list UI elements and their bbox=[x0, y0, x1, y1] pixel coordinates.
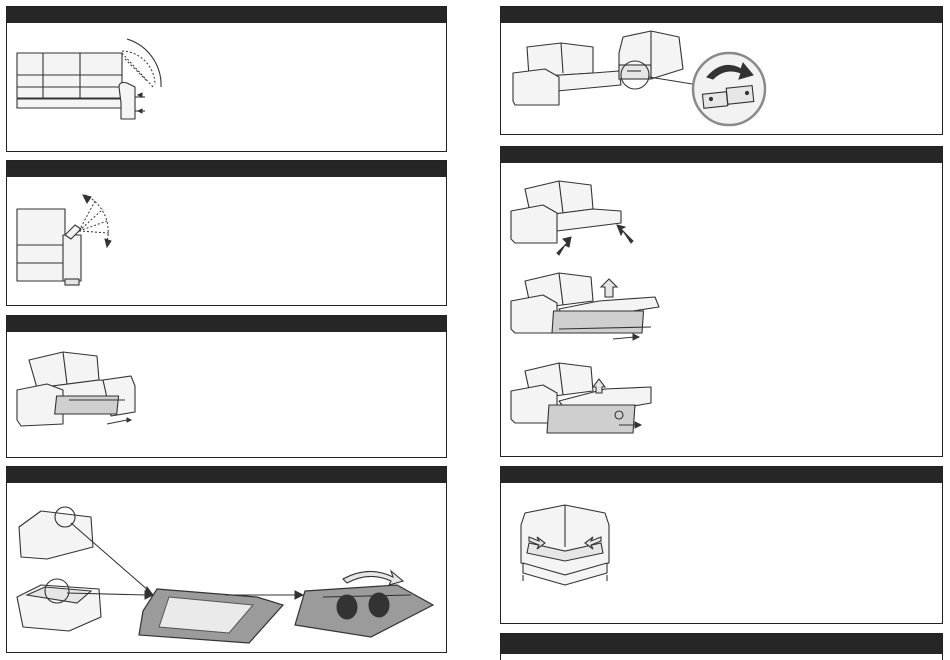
connector-illustration bbox=[501, 7, 944, 136]
panel-cupholder-insert bbox=[6, 466, 447, 653]
headrest-illustration bbox=[7, 161, 448, 307]
panel-header bbox=[501, 634, 942, 654]
panel-corner-cushion bbox=[500, 466, 943, 624]
recliner-angle-illustration bbox=[7, 7, 448, 153]
panel-section-connector bbox=[500, 6, 943, 135]
panel-bottom-band bbox=[500, 633, 943, 660]
cupholder-illustration bbox=[7, 467, 448, 654]
loveseat-drawer-illustration bbox=[7, 316, 448, 459]
panel-loveseat-storage bbox=[6, 315, 447, 458]
sofabed-illustration bbox=[501, 147, 944, 458]
panel-recliner-angles bbox=[6, 6, 447, 152]
panel-sofabed-steps bbox=[500, 146, 943, 457]
panel-headrest-adjust bbox=[6, 160, 447, 306]
corner-seat-illustration bbox=[501, 467, 944, 625]
